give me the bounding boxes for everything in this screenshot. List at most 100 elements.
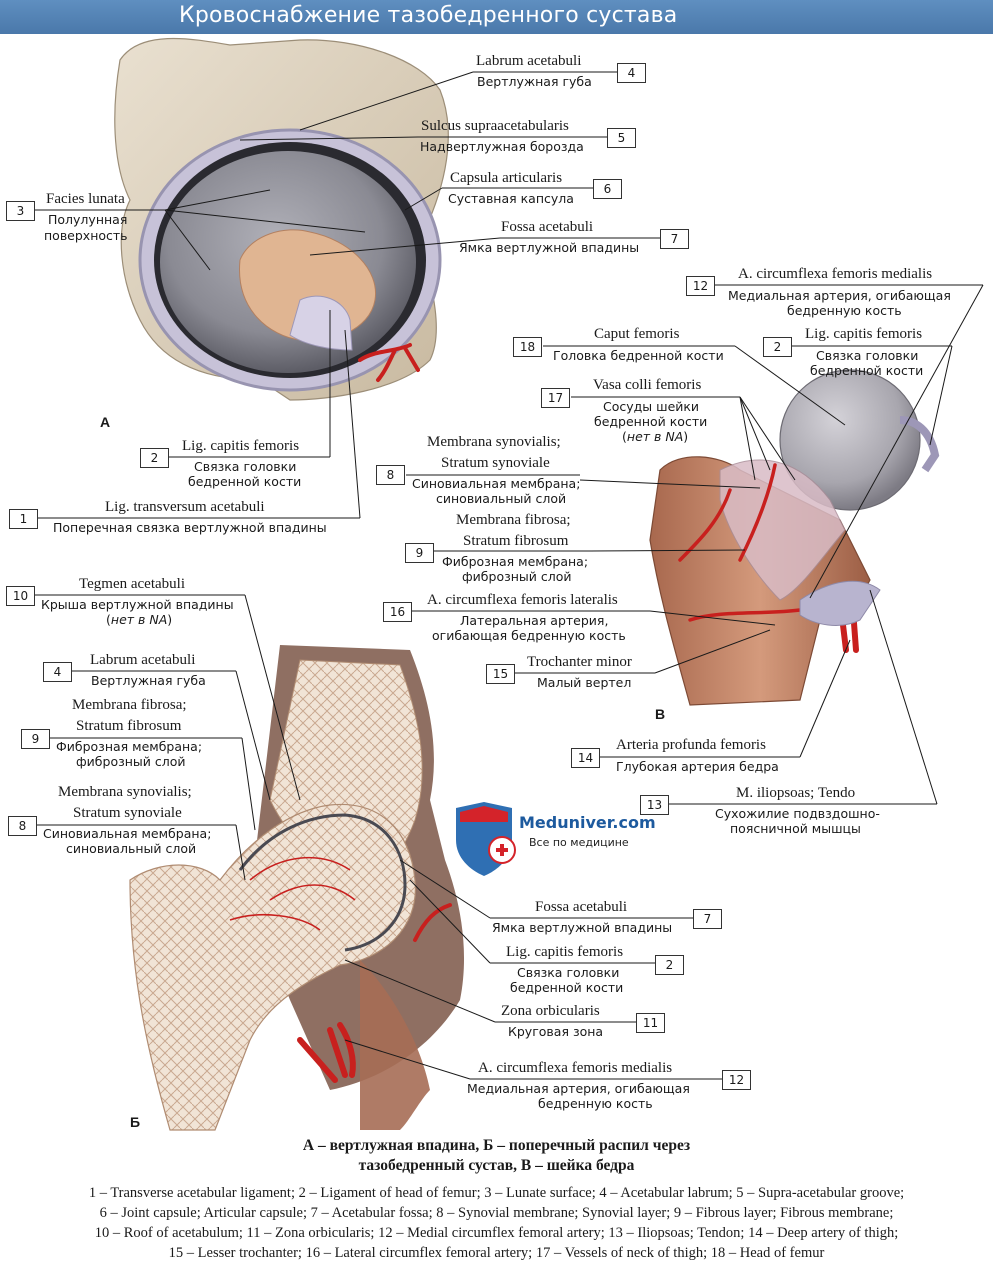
panel-label-v: В: [655, 706, 666, 722]
label-3-number: 3: [6, 201, 35, 221]
label-12v-number: 12: [686, 276, 715, 296]
label-8b-number: 8: [8, 816, 37, 836]
label-14-number: 14: [571, 748, 600, 768]
panel-b-drawing: [129, 645, 465, 1131]
logo-tagline: Все по медицине: [529, 836, 629, 849]
figure-caption: А – вертлужная впадина, Б – поперечный р…: [0, 1136, 993, 1176]
figure-legend: 1 – Transverse acetabular ligament; 2 – …: [4, 1183, 989, 1263]
label-14-russian: Глубокая артерия бедра: [616, 759, 779, 774]
label-9b-latin-1: Membrana fibrosa;: [72, 697, 187, 713]
label-14-latin: Arteria profunda femoris: [616, 737, 766, 753]
label-16-latin: A. circumflexa femoris lateralis: [427, 592, 618, 608]
label-4b-latin: Labrum acetabuli: [90, 652, 196, 668]
label-9b-russian-2: фиброзный слой: [76, 754, 186, 769]
label-2a-russian-2: бедренной кости: [188, 474, 302, 489]
label-6-number: 6: [593, 179, 622, 199]
caption-line-1: А – вертлужная впадина, Б – поперечный р…: [302, 1137, 691, 1154]
label-4b-russian: Вертлужная губа: [91, 673, 206, 688]
panel-label-a: А: [100, 414, 111, 430]
label-3-latin: Facies lunata: [46, 191, 125, 207]
label-10-number: 10: [6, 586, 35, 606]
label-9b-russian-1: Фиброзная мембрана;: [56, 739, 203, 754]
label-3-russian-2: поверхность: [44, 228, 128, 243]
label-4b-number: 4: [43, 662, 72, 682]
label-7b-number: 7: [693, 909, 722, 929]
label-8b-latin-1: Membrana synovialis;: [58, 784, 192, 800]
label-12v-latin: A. circumflexa femoris medialis: [738, 266, 933, 282]
label-2v-russian-2: бедренной кости: [810, 363, 924, 378]
label-12v-russian-1: Медиальная артерия, огибающая: [728, 288, 951, 303]
label-11-russian: Круговая зона: [508, 1024, 604, 1039]
label-15-latin: Trochanter minor: [527, 654, 632, 670]
logo-name[interactable]: Meduniver.com: [519, 813, 656, 832]
meduniver-logo-shield: [456, 802, 516, 876]
label-5-number: 5: [607, 128, 636, 148]
label-4a-russian: Вертлужная губа: [477, 74, 592, 89]
label-7b-russian: Ямка вертлужной впадины: [492, 920, 673, 935]
label-16-russian-2: огибающая бедренную кость: [432, 628, 626, 643]
label-9v-number: 9: [405, 543, 434, 563]
label-9v-russian-1: Фиброзная мембрана;: [442, 554, 589, 569]
label-18-number: 18: [513, 337, 542, 357]
label-1-number: 1: [9, 509, 38, 529]
label-8v-number: 8: [376, 465, 405, 485]
label-1-russian: Поперечная связка вертлужной впадины: [53, 520, 327, 535]
panel-label-b: Б: [130, 1114, 141, 1130]
label-9v-russian-2: фиброзный слой: [462, 569, 572, 584]
label-12b-number: 12: [722, 1070, 751, 1090]
page-title: Кровоснабжение тазобедренного сустава: [179, 3, 678, 28]
legend-line-2: 6 – Joint capsule; Articular capsule; 7 …: [99, 1205, 894, 1221]
label-11-number: 11: [636, 1013, 665, 1033]
panel-v-drawing: [649, 369, 940, 706]
label-17-russian-1: Сосуды шейки: [603, 399, 700, 414]
label-8v-russian-2: синовиальный слой: [436, 491, 567, 506]
label-6-latin: Capsula articularis: [450, 170, 563, 186]
label-8b-latin-2: Stratum synoviale: [73, 805, 182, 821]
label-10-latin: Tegmen acetabuli: [79, 576, 185, 592]
label-12v-russian-2: бедренную кость: [787, 303, 902, 318]
label-3-russian-1: Полулунная: [48, 212, 128, 227]
label-15-number: 15: [486, 664, 515, 684]
label-11-latin: Zona orbicularis: [501, 1003, 600, 1019]
legend-line-4: 15 – Lesser trochanter; 16 – Lateral cir…: [168, 1245, 825, 1261]
label-2v-russian-1: Связка головки: [816, 348, 919, 363]
caption-line-2: тазобедренный сустав, В – шейка бедра: [358, 1157, 635, 1174]
label-15-russian: Малый вертел: [537, 675, 632, 690]
label-16-russian-1: Латеральная артерия,: [460, 613, 609, 628]
panel-a-drawing: [114, 37, 449, 401]
label-7b-latin: Fossa acetabuli: [535, 899, 628, 915]
label-18-russian: Головка бедренной кости: [553, 348, 724, 363]
label-12b-latin: A. circumflexa femoris medialis: [478, 1060, 673, 1076]
title-bar: Кровоснабжение тазобедренного сустава: [0, 0, 993, 34]
legend-line-3: 10 – Roof of acetabulum; 11 – Zona orbic…: [94, 1225, 899, 1241]
label-2v-latin: Lig. capitis femoris: [805, 326, 923, 342]
label-1-latin: Lig. transversum acetabuli: [105, 499, 265, 515]
label-2v-number: 2: [763, 337, 792, 357]
leader-lines: [35, 71, 984, 1080]
label-2a-number: 2: [140, 448, 169, 468]
label-2b-number: 2: [655, 955, 684, 975]
label-8b-russian-2: синовиальный слой: [66, 841, 197, 856]
label-10-russian-1: Крыша вертлужной впадины: [41, 597, 234, 612]
label-17-russian-2: бедренной кости: [594, 414, 708, 429]
label-17-latin: Vasa colli femoris: [593, 377, 702, 393]
label-5-latin: Sulcus supraacetabularis: [421, 118, 569, 134]
label-4a-latin: Labrum acetabuli: [476, 53, 582, 69]
label-13-russian-2: поясничной мышцы: [730, 821, 861, 836]
label-8v-russian-1: Синовиальная мембрана;: [412, 476, 581, 491]
label-2b-russian-2: бедренной кости: [510, 980, 624, 995]
label-8v-latin-1: Membrana synovialis;: [427, 434, 561, 450]
label-7a-number: 7: [660, 229, 689, 249]
label-8b-russian-1: Синовиальная мембрана;: [43, 826, 212, 841]
label-18-latin: Caput femoris: [594, 326, 680, 342]
label-9b-latin-2: Stratum fibrosum: [76, 718, 182, 734]
label-6-russian: Суставная капсула: [448, 191, 574, 206]
label-10-russian-2: (нет в NA): [106, 612, 173, 627]
label-12b-russian-1: Медиальная артерия, огибающая: [467, 1081, 690, 1096]
label-9v-latin-1: Membrana fibrosa;: [456, 512, 571, 528]
label-12b-russian-2: бедренную кость: [538, 1096, 653, 1111]
label-13-latin: M. iliopsoas; Tendo: [736, 785, 856, 801]
label-2a-russian-1: Связка головки: [194, 459, 297, 474]
label-17-number: 17: [541, 388, 570, 408]
